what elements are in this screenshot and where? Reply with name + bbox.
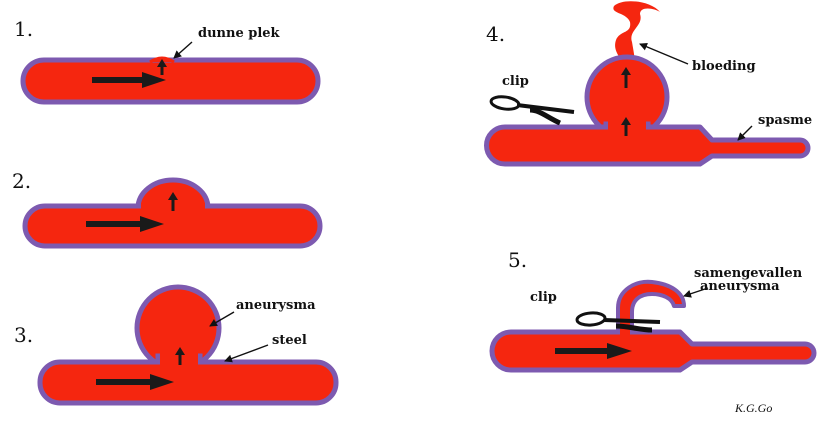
vessel-5 [492,332,814,370]
aneurysm-label: aneurysma [236,298,316,313]
vessel-1 [23,60,318,102]
panel-3-number: 3. [14,323,33,347]
author-credit: K.G.Go [734,401,772,415]
clip-label-4: clip [502,74,529,89]
panel-5-number: 5. [508,248,527,272]
stalk-label: steel [272,333,307,348]
panel-2-number: 2. [12,169,31,193]
surgical-clip-4 [490,95,574,123]
panel-1-number: 1. [14,17,33,41]
panel-5: 5. clip samengevallen aneurysma [492,248,814,370]
thin-spot-pointer [174,42,192,58]
panel-2: 2. [12,169,320,246]
collapsed-label-line2: aneurysma [700,279,780,294]
panel-4-number: 4. [486,22,505,46]
panel-1: 1. dunne plek [14,17,318,102]
vessel-2 [25,206,320,246]
spasm-label: spasme [758,113,812,128]
vessel-4 [487,127,808,164]
vessel-3 [40,362,336,403]
stalk-pointer [225,345,268,361]
panel-3: 3. aneurysma steel [14,287,336,403]
thin-spot-label: dunne plek [198,26,281,41]
clip-label-5: clip [530,290,557,305]
bleeding-label: bloeding [692,59,756,74]
panel-4: 4. clip bloeding spasme [486,1,812,164]
